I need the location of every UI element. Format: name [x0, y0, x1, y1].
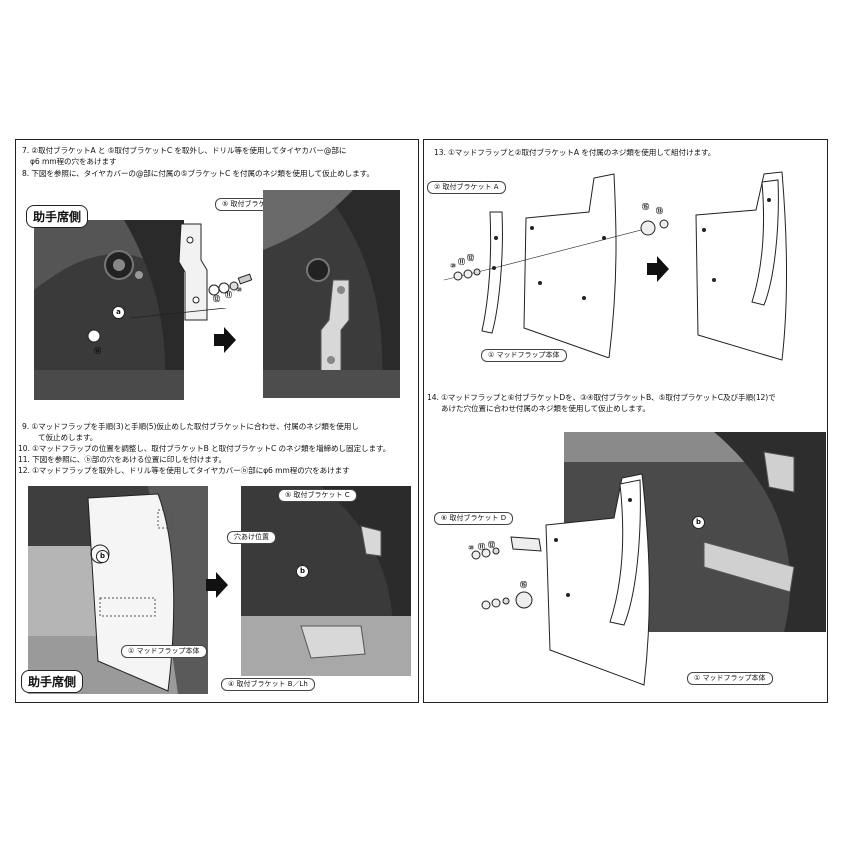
part-15-label: ⑮: [642, 202, 649, 212]
step-7-text: 7. ②取付ブラケットA と ⑤取付ブラケットC を取外し、ドリル等を使用してタ…: [22, 146, 346, 167]
part-11-label-right: ⑪: [458, 257, 465, 267]
photo-mudflap-fitting: [28, 486, 208, 694]
left-instruction-panel: 7. ②取付ブラケットA と ⑤取付ブラケットC を取外し、ドリル等を使用してタ…: [15, 139, 419, 703]
part-12-label-right: ⑫: [467, 253, 474, 263]
mudflap-body-callout-left: ① マッドフラップ本体: [121, 645, 207, 658]
point-b-marker-right: b: [296, 565, 309, 578]
photo-bracket-c-installed: [263, 190, 400, 398]
part-12-label: ⑫: [213, 294, 220, 304]
step-9-line-2: て仮止めします。: [22, 433, 359, 444]
mudflap-body-callout-bottom: ① マッドフラップ本体: [687, 672, 773, 685]
step-8-line: 8. 下図を参照に、タイヤカバーの@部に付属の⑤ブラケットC を付属のネジ類を使…: [22, 169, 374, 180]
step-13-text: 13. ①マッドフラップと②取付ブラケットA を付属のネジ類を使用して組付けます…: [434, 148, 715, 159]
step-9-text: 9. ①マッドフラップを手順(3)と手順(5)仮止めした取付ブラケットに合わせ、…: [22, 422, 359, 443]
part-13-label: ⑬: [656, 206, 663, 216]
step-8-text: 8. 下図を参照に、タイヤカバーの@部に付属の⑤ブラケットC を付属のネジ類を使…: [22, 169, 374, 180]
passenger-side-tag-bottom: 助手席側: [21, 670, 83, 693]
step-11-text: 11. 下図を参照に、ⓑ部の穴をあける位置に印しを付けます。: [18, 455, 226, 466]
drill-hole-position-callout: 穴あけ位置: [227, 531, 276, 544]
step-14-line-2: あけた穴位置に合わせ付属のネジ類を使用して仮止めします。: [427, 404, 776, 415]
part-10-label: ⑩: [236, 286, 242, 294]
step-14-text: 14. ①マッドフラップと⑥付ブラケットDを、③④取付ブラケットB、⑤取付ブラケ…: [427, 393, 776, 414]
step-11-line: 11. 下図を参照に、ⓑ部の穴をあける位置に印しを付けます。: [18, 455, 226, 466]
step-12-line: 12. ①マッドフラップを取外し、ドリル等を使用してタイヤカバーⓑ部にφ6 mm…: [18, 466, 350, 477]
arrow-right-icon-2: [206, 572, 228, 598]
part-15-label-bottom: ⑮: [520, 580, 527, 590]
arrow-right-icon: [214, 327, 236, 353]
point-b-marker-left: b: [96, 550, 109, 563]
step-13-line: 13. ①マッドフラップと②取付ブラケットA を付属のネジ類を使用して組付けます…: [434, 148, 715, 159]
part-10-label-bottom: ⑩: [468, 544, 474, 552]
step-12-text: 12. ①マッドフラップを取外し、ドリル等を使用してタイヤカバーⓑ部にφ6 mm…: [18, 466, 350, 477]
photo-hole-position-b: [241, 486, 411, 676]
arrow-right-icon-3: [647, 256, 669, 282]
part-14-label: ⑭: [94, 346, 101, 356]
step-7-line-1: 7. ②取付ブラケットA と ⑤取付ブラケットC を取外し、ドリル等を使用してタ…: [22, 146, 346, 157]
bracket-b-lh-callout: ④ 取付ブラケット B／Lh: [221, 678, 315, 691]
step-14-line-1: 14. ①マッドフラップと⑥付ブラケットDを、③④取付ブラケットB、⑤取付ブラケ…: [427, 393, 776, 404]
mudflap-assembled: [694, 170, 794, 365]
bracket-c-callout-bottom: ⑤ 取付ブラケット C: [278, 489, 357, 502]
step-7-line-2: φ6 mm程の穴をあけます: [22, 157, 346, 168]
step-9-line-1: 9. ①マッドフラップを手順(3)と手順(5)仮止めした取付ブラケットに合わせ、…: [22, 422, 359, 433]
mudflap-body-callout-top: ① マッドフラップ本体: [481, 349, 567, 362]
passenger-side-tag-top: 助手席側: [26, 205, 88, 228]
right-instruction-panel: 13. ①マッドフラップと②取付ブラケットA を付属のネジ類を使用して組付けます…: [423, 139, 828, 703]
step-10-text: 10. ①マッドフラップの位置を調整し、取付ブラケットB と取付ブラケットC の…: [18, 444, 390, 455]
point-b-marker-right-panel: b: [692, 516, 705, 529]
bracket-d-callout: ⑥ 取付ブラケット D: [434, 512, 513, 525]
part-11-label: ⑪: [225, 290, 232, 300]
part-12-label-bottom: ⑫: [488, 540, 495, 550]
part-10-label-right: ⑩: [450, 262, 456, 270]
screw-sets-bottom-right: [464, 545, 534, 635]
step-10-line: 10. ①マッドフラップの位置を調整し、取付ブラケットB と取付ブラケットC の…: [18, 444, 390, 455]
part-11-label-bottom: ⑪: [478, 542, 485, 552]
mudflap-final-outline: [544, 470, 694, 690]
